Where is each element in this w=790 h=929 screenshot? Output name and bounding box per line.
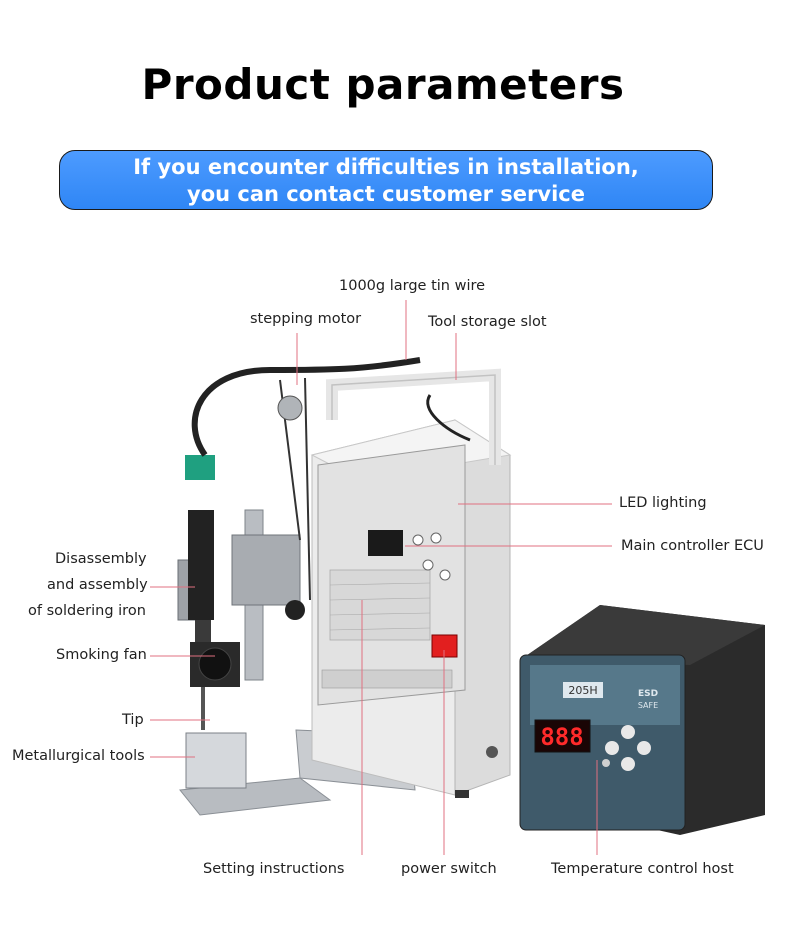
banner-line-1: If you encounter difficulties in install… — [133, 155, 639, 179]
label-disassembly-line2: and assembly — [47, 577, 148, 593]
label-stepping-motor: stepping motor — [250, 311, 362, 327]
label-setting-instructions: Setting instructions — [203, 861, 345, 877]
label-power-switch: power switch — [401, 861, 497, 877]
temperature-host: 205H ESD SAFE 888 — [486, 605, 765, 835]
label-tool-storage-slot: Tool storage slot — [428, 314, 547, 330]
soldering-arm — [177, 357, 471, 730]
contact-banner: If you encounter difficulties in install… — [59, 150, 713, 210]
esd-label: ESD — [638, 689, 658, 699]
label-tip: Tip — [122, 712, 144, 728]
main-unit — [310, 368, 512, 798]
label-smoking-fan: Smoking fan — [56, 647, 147, 663]
page-title: Product parameters — [141, 60, 625, 109]
label-main-controller-ecu: Main controller ECU — [621, 538, 764, 554]
temperature-display: 888 — [540, 723, 583, 751]
label-tin-wire: 1000g large tin wire — [339, 278, 486, 294]
banner-line-2: you can contact customer service — [187, 182, 585, 206]
label-temperature-control-host: Temperature control host — [551, 861, 734, 877]
safe-label: SAFE — [638, 701, 658, 710]
label-disassembly-line1: Disassembly — [55, 551, 147, 567]
label-metallurgical-tools: Metallurgical tools — [12, 748, 145, 764]
model-label: 205H — [568, 684, 597, 697]
label-disassembly-line3: of soldering iron — [28, 603, 146, 619]
label-led-lighting: LED lighting — [619, 495, 707, 511]
callout-lines — [150, 300, 612, 855]
